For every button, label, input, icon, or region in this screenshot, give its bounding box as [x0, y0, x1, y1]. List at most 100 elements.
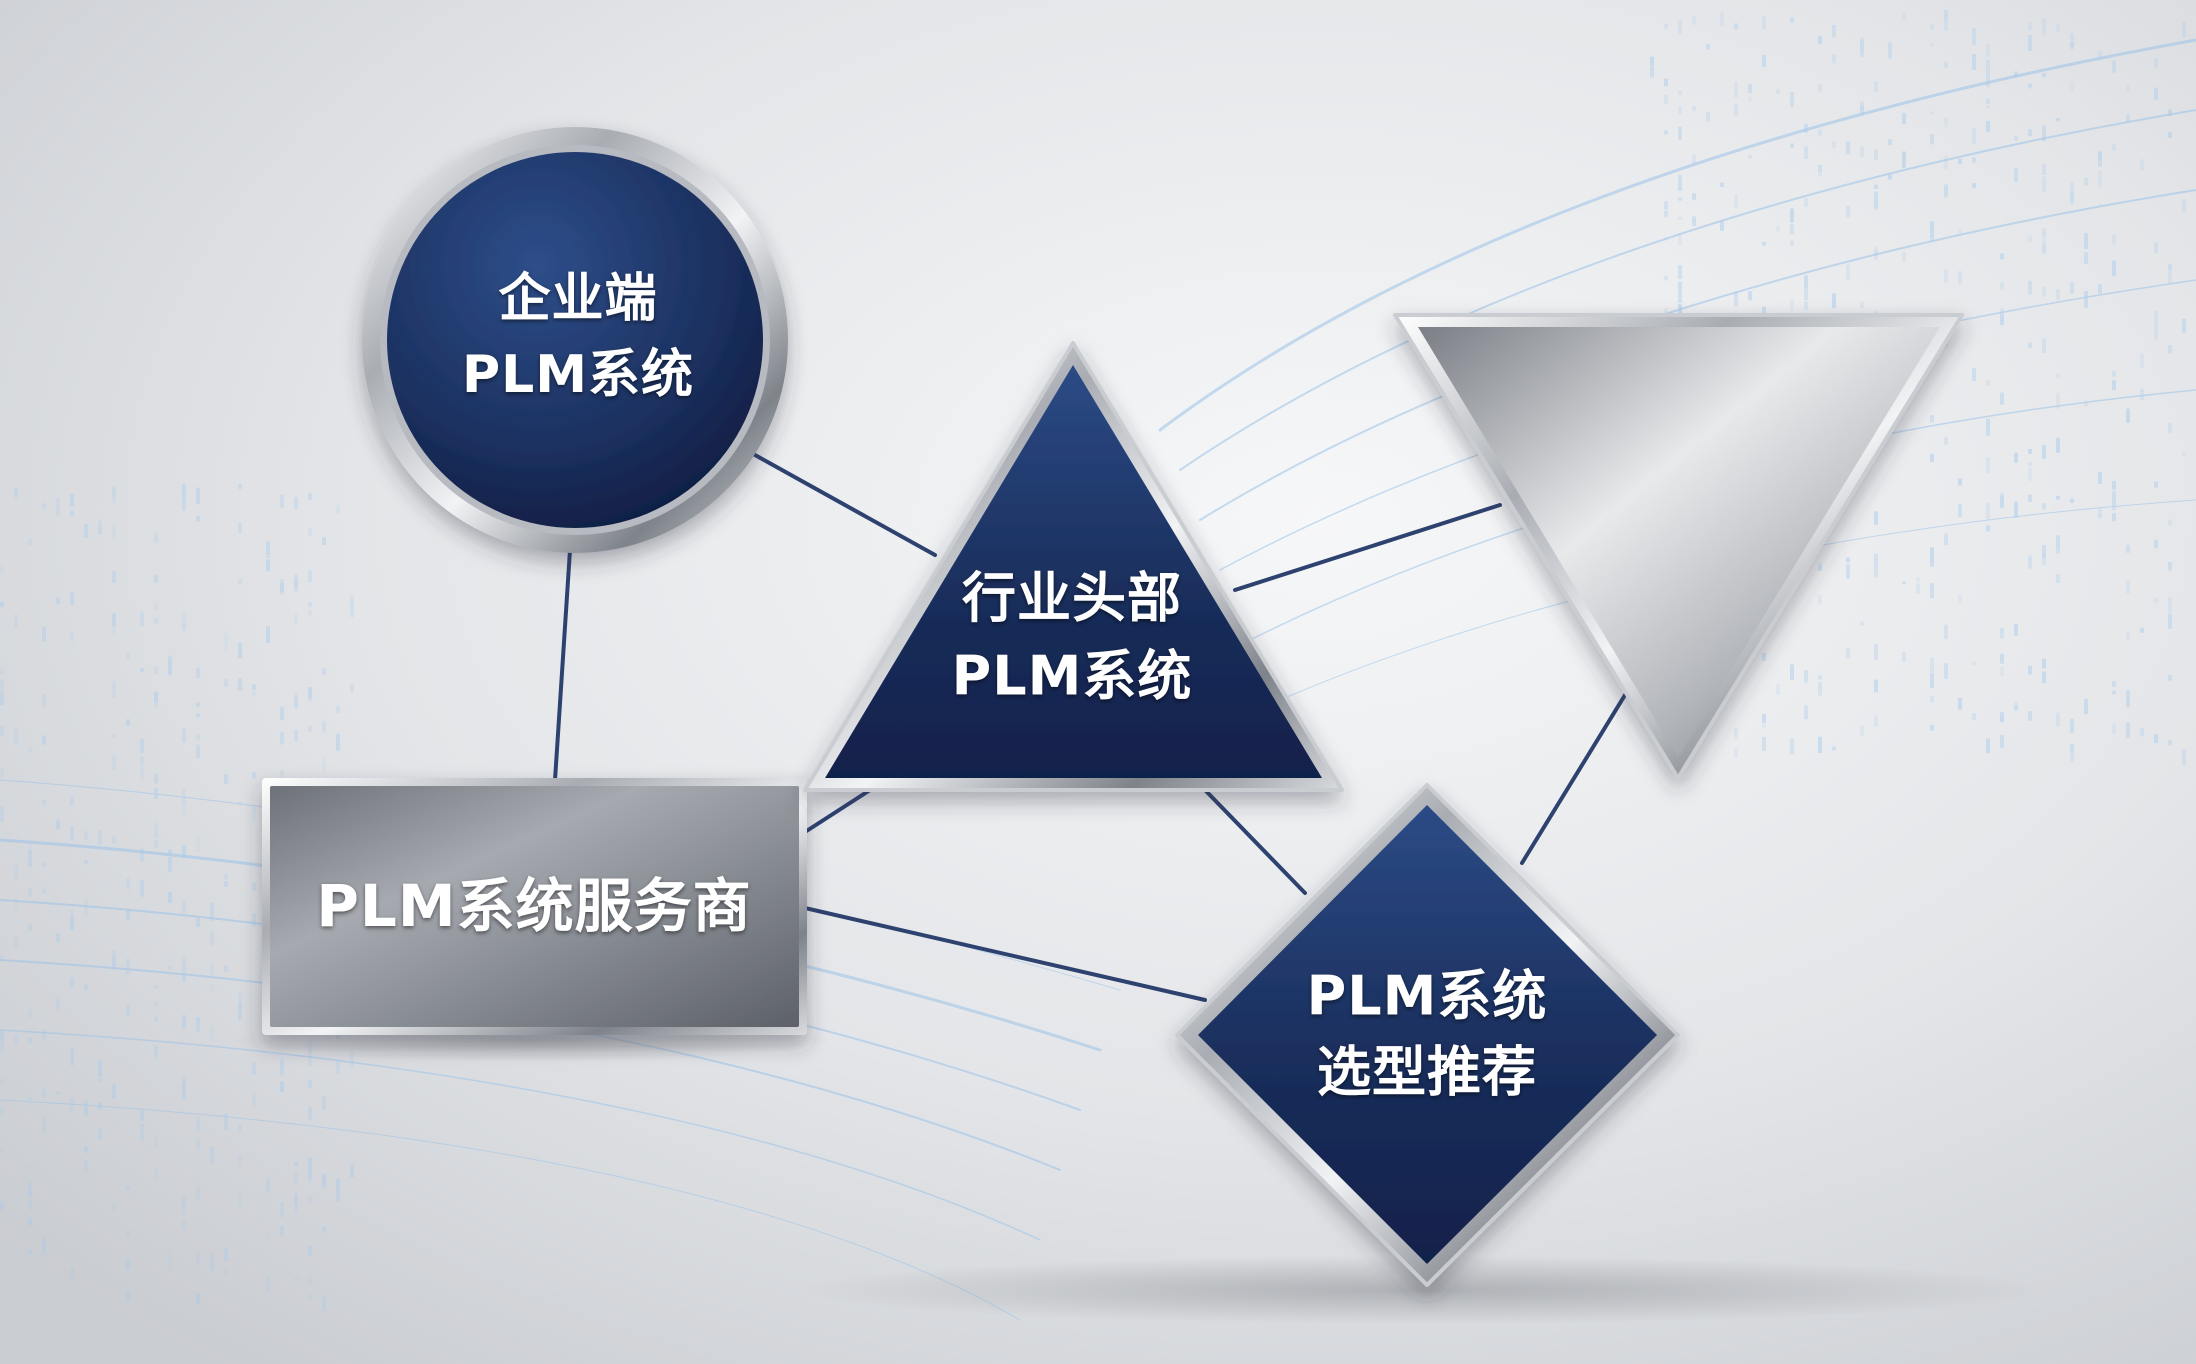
data-pixel [1734, 291, 1738, 307]
data-pixel [2126, 544, 2130, 553]
data-pixel [2000, 667, 2004, 677]
data-pixel [70, 910, 74, 926]
data-pixel [294, 1193, 298, 1205]
data-pixel [1874, 679, 1878, 693]
data-pixel [280, 731, 284, 745]
data-pixel [238, 522, 242, 533]
data-pixel [1734, 81, 1738, 98]
data-pixel [322, 1096, 326, 1110]
data-pixel [1818, 129, 1822, 136]
data-pixel [1678, 265, 1682, 280]
data-pixel [1944, 61, 1948, 68]
data-pixel [2014, 501, 2018, 518]
data-pixel [154, 532, 158, 543]
connector-industry-to-inverted-triangle [1233, 503, 1502, 592]
data-pixel [2028, 22, 2032, 31]
data-pixel [1972, 183, 1976, 188]
data-pixel [14, 865, 18, 881]
data-pixel [182, 612, 186, 627]
data-pixel [14, 487, 18, 500]
data-pixel [196, 734, 200, 740]
data-pixel [1818, 84, 1822, 92]
data-pixel [0, 1043, 4, 1053]
data-pixel [1678, 216, 1682, 220]
data-pixel [112, 625, 116, 637]
data-pixel [0, 1106, 4, 1115]
data-pixel [1930, 725, 1934, 731]
data-pixel [0, 602, 4, 608]
data-pixel [2028, 235, 2032, 243]
data-pixel [1930, 453, 1934, 463]
data-pixel [1930, 547, 1934, 562]
data-pixel [1902, 581, 1906, 585]
data-pixel [1986, 738, 1990, 754]
data-pixel [154, 691, 158, 703]
data-pixel [154, 840, 158, 849]
data-pixel [2098, 284, 2102, 294]
data-pixel [42, 735, 46, 745]
data-pixel [336, 504, 340, 515]
diamond-navy-face [1198, 805, 1657, 1264]
data-pixel [0, 1078, 4, 1083]
data-pixel [0, 693, 4, 705]
data-pixel [1986, 105, 1990, 109]
data-pixel [2056, 495, 2060, 500]
data-pixel [322, 1176, 326, 1186]
data-pixel [1678, 304, 1682, 321]
data-pixel [2168, 429, 2172, 434]
data-pixel [1790, 664, 1794, 680]
data-pixel [168, 665, 172, 673]
data-pixel [2168, 597, 2172, 614]
data-pixel [1874, 246, 1878, 255]
data-pixel [266, 1177, 270, 1193]
data-pixel [112, 950, 116, 964]
data-pixel [1790, 17, 1794, 23]
data-pixel [196, 1024, 200, 1033]
data-pixel [112, 957, 116, 969]
data-pixel [2168, 740, 2172, 746]
data-pixel [196, 1250, 200, 1266]
data-pixel [280, 582, 284, 592]
data-pixel [2042, 164, 2046, 175]
data-pixel [42, 888, 46, 893]
data-pixel [1678, 197, 1682, 201]
data-pixel [224, 1113, 228, 1131]
data-pixel [336, 1186, 340, 1202]
data-pixel [182, 1220, 186, 1230]
data-pixel [1818, 682, 1822, 696]
data-pixel [2140, 353, 2144, 368]
data-pixel [294, 497, 298, 510]
data-pixel [154, 823, 158, 838]
data-pixel [2140, 728, 2144, 737]
data-pixel [350, 1050, 354, 1068]
data-pixel [2168, 613, 2172, 629]
data-pixel [294, 1278, 298, 1282]
data-pixel [2056, 437, 2060, 453]
data-pixel [280, 1059, 284, 1076]
data-pixel [280, 579, 284, 593]
data-pixel [1818, 164, 1822, 172]
data-pixel [1748, 84, 1752, 94]
data-pixel [1692, 193, 1696, 201]
data-pixel [294, 730, 298, 741]
data-pixel [2070, 191, 2074, 204]
data-pixel [1874, 511, 1878, 525]
enterprise-plm-label-line1: 企业端 [498, 269, 657, 329]
industry-plm-label-line2: PLM系统 [952, 645, 1193, 708]
data-pixel [56, 505, 60, 517]
data-pixel [1902, 112, 1906, 125]
data-pixel [308, 690, 312, 702]
data-pixel [1664, 201, 1668, 210]
data-pixel [84, 983, 88, 991]
data-pixel [266, 1234, 270, 1238]
data-pixel [182, 495, 186, 511]
data-pixel [2112, 690, 2116, 695]
data-pixel [140, 880, 144, 897]
data-pixel [182, 1078, 186, 1090]
data-pixel [56, 819, 60, 826]
data-pixel [2042, 18, 2046, 36]
data-pixel [350, 602, 354, 618]
data-pixel [1958, 271, 1962, 285]
data-pixel [196, 515, 200, 522]
data-pixel [294, 613, 298, 626]
